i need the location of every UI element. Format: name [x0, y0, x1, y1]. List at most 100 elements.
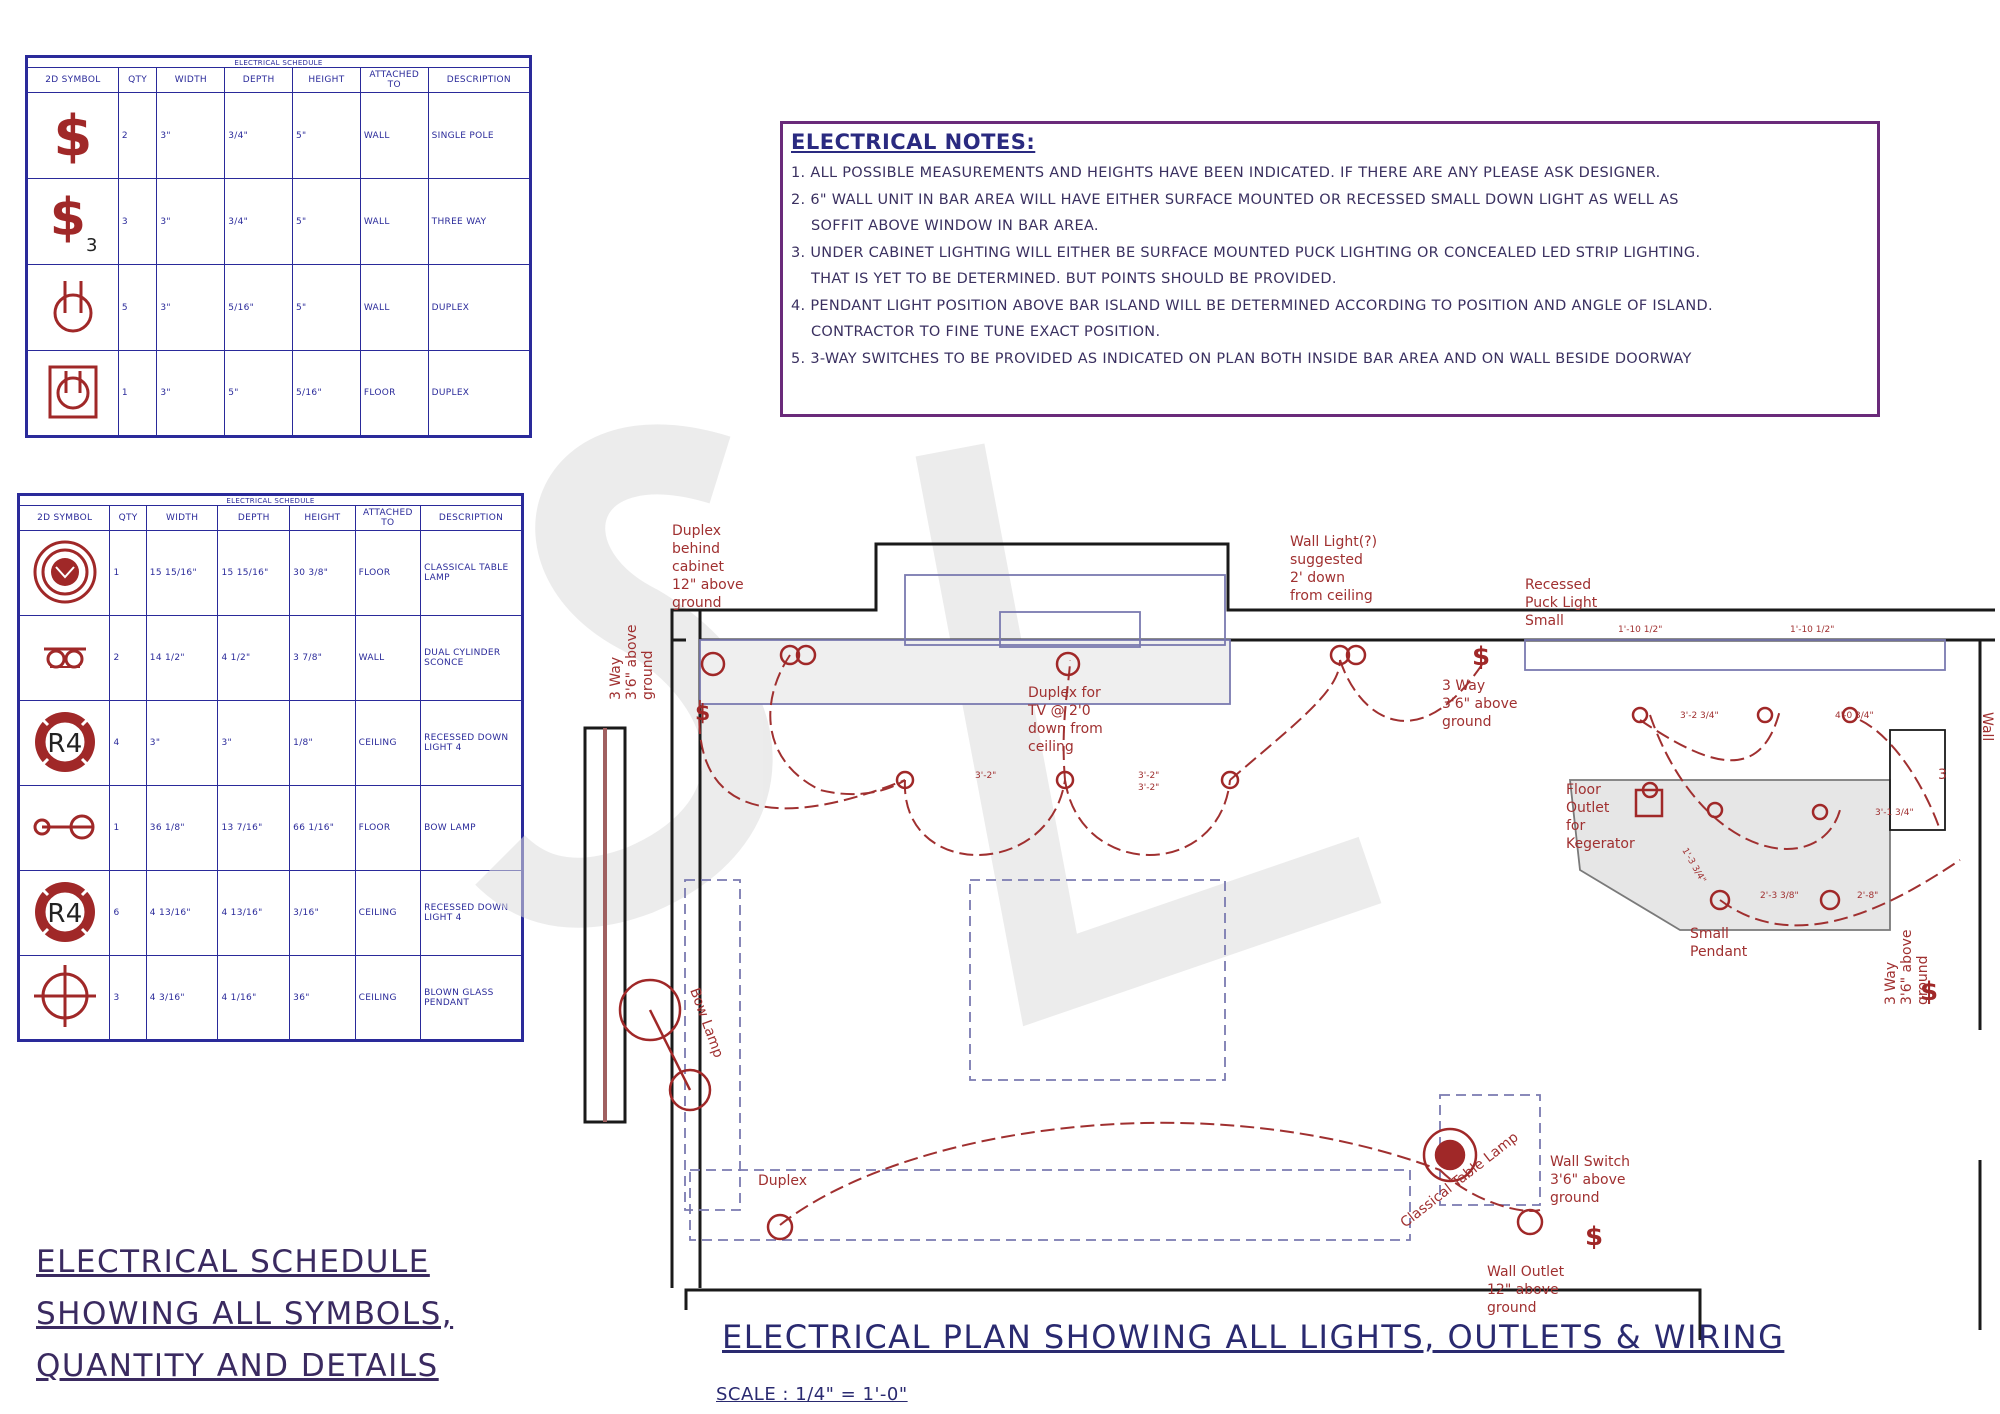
svg-text:$: $ — [50, 188, 86, 248]
label-three-way-right: ground — [1915, 955, 1931, 1005]
depth: 15 15/16" — [217, 530, 291, 616]
svg-text:$: $ — [53, 104, 92, 169]
label-marker: 3 — [1938, 767, 1947, 783]
description: THREE WAY — [427, 178, 532, 265]
svg-text:$: $ — [1472, 642, 1490, 672]
dimension-label: 3'-2 3/4" — [1680, 711, 1719, 721]
height: 1/8" — [289, 700, 356, 786]
depth: 13 7/16" — [217, 785, 291, 871]
watermark — [475, 424, 1382, 1027]
attached-to: WALL — [354, 615, 422, 701]
description: BLOWN GLASS PENDANT — [420, 955, 523, 1041]
svg-text:$: $ — [695, 701, 710, 726]
dimension-label: 1'-10 1/2" — [1790, 625, 1834, 635]
col-header: DEPTH — [224, 67, 294, 93]
label-recessed-puck: Small — [1525, 613, 1564, 629]
col-header: HEIGHT — [289, 505, 356, 531]
cylinder-sconce-icon — [17, 615, 111, 701]
dimension-label: 2'-8" — [1857, 891, 1878, 901]
label-wall-outlet: 12" above — [1487, 1282, 1559, 1298]
col-header: 2D SYMBOL — [17, 505, 111, 531]
label-wall-switch: 3'6" above — [1550, 1172, 1625, 1188]
depth: 3/4" — [224, 92, 294, 179]
height: 66 1/16" — [289, 785, 356, 871]
table-row: R4 4 3" 3" 1/8" CEILING RECESSED DOWN LI… — [17, 700, 523, 786]
height: 5" — [292, 92, 361, 179]
label-duplex-cabinet: cabinet — [672, 559, 725, 575]
label-duplex-tv: Duplex for — [1028, 685, 1101, 701]
note-line: 2. 6" WALL UNIT IN BAR AREA WILL HAVE EI… — [791, 191, 1679, 208]
glass-pendant-icon — [17, 955, 111, 1041]
description: DUPLEX — [427, 350, 532, 437]
label-three-way-left: 3'6" above — [624, 625, 640, 700]
note-line: 3. UNDER CABINET LIGHTING WILL EITHER BE… — [791, 244, 1701, 261]
label-small-pendant: Small — [1690, 926, 1729, 942]
dimension-label: 1'-10 1/2" — [1618, 625, 1662, 635]
floor-duplex-outlet-icon — [26, 350, 119, 437]
svg-text:$: $ — [1920, 977, 1938, 1007]
label-three-way-left: 3 Way — [608, 657, 624, 700]
note-line: 5. 3-WAY SWITCHES TO BE PROVIDED AS INDI… — [791, 350, 1692, 367]
label-wall-outlet: ground — [1487, 1300, 1537, 1316]
depth: 4 1/16" — [217, 955, 291, 1041]
qty: 5 — [117, 264, 158, 351]
note-line: 4. PENDANT LIGHT POSITION ABOVE BAR ISLA… — [791, 297, 1713, 314]
label-three-way-right: 3 Way — [1883, 962, 1899, 1005]
label-wall-light: suggested — [1290, 552, 1363, 568]
col-header: DESCRIPTION — [427, 67, 532, 93]
width: 36 1/8" — [145, 785, 219, 871]
label-wall-switch: Wall Switch — [1550, 1154, 1630, 1170]
note-line: 1. ALL POSSIBLE MEASUREMENTS AND HEIGHTS… — [791, 165, 1661, 181]
furniture — [684, 574, 1946, 1241]
label-recessed-puck: Recessed — [1525, 577, 1591, 593]
description: RECESSED DOWN LIGHT 4 — [420, 870, 523, 956]
recessed-downlight-icon: R4 — [17, 700, 111, 786]
label-small-pendant: Pendant — [1690, 944, 1748, 960]
label-wall-light: 2' down — [1290, 570, 1345, 586]
single-pole-switch-icon: $ — [26, 92, 119, 179]
note-line: SOFFIT ABOVE WINDOW IN BAR AREA. — [811, 218, 1099, 234]
depth: 4 13/16" — [217, 870, 291, 956]
switch-symbols: $ $ $ $ — [695, 642, 1938, 1252]
dimension-label: 3'-2" — [975, 771, 996, 781]
label-wall-outlet: Wall Outlet — [1487, 1264, 1565, 1280]
label-duplex-cabinet: Duplex — [672, 523, 721, 539]
attached-to: FLOOR — [354, 530, 422, 616]
label-three-way-mid: ground — [1442, 714, 1492, 730]
width: 3" — [156, 264, 226, 351]
qty: 1 — [117, 350, 158, 437]
height: 3 7/8" — [289, 615, 356, 701]
svg-text:3: 3 — [86, 235, 98, 255]
label-wall-switch: ground — [1550, 1190, 1600, 1206]
label-duplex-cabinet: behind — [672, 541, 720, 557]
width: 4 3/16" — [145, 955, 219, 1041]
electrical-schedule-table-top: ELECTRICAL SCHEDULE 2D SYMBOL QTY WIDTH … — [25, 55, 532, 438]
electrical-schedule-table-bottom: ELECTRICAL SCHEDULE 2D SYMBOL QTY WIDTH … — [17, 493, 524, 1042]
height: 30 3/8" — [289, 530, 356, 616]
table-row: 1 36 1/8" 13 7/16" 66 1/16" FLOOR BOW LA… — [17, 785, 523, 871]
duplex-outlet-icon — [26, 264, 119, 351]
label-recessed-puck: Puck Light — [1525, 595, 1598, 611]
schedule-caption-line: SHOWING ALL SYMBOLS, — [36, 1296, 454, 1332]
recessed-downlight-icon: R4 — [17, 870, 111, 956]
bow-lamp-icon — [17, 785, 111, 871]
label-floor-outlet: for — [1566, 818, 1585, 834]
label-duplex-cabinet: 12" above — [672, 577, 744, 593]
dimension-label: 2'-3 3/8" — [1760, 891, 1799, 901]
description: SINGLE POLE — [427, 92, 532, 179]
label-wall-light: Wall Light(?) — [1290, 534, 1377, 550]
plan-fixtures — [618, 644, 1859, 1241]
plan-scale: SCALE : 1/4" = 1'-0" — [716, 1384, 908, 1405]
col-header: HEIGHT — [292, 67, 361, 93]
depth: 4 1/2" — [217, 615, 291, 701]
width: 3" — [156, 92, 226, 179]
label-duplex-tv: TV @ 2'0 — [1027, 703, 1091, 719]
label-duplex-cabinet: ground — [672, 595, 722, 611]
table-row: $3 3 3" 3/4" 5" WALL THREE WAY — [26, 178, 532, 265]
qty: 3 — [109, 955, 147, 1041]
schedule-caption-line: ELECTRICAL SCHEDULE — [36, 1244, 430, 1280]
width: 15 15/16" — [145, 530, 219, 616]
description: CLASSICAL TABLE LAMP — [420, 530, 523, 616]
